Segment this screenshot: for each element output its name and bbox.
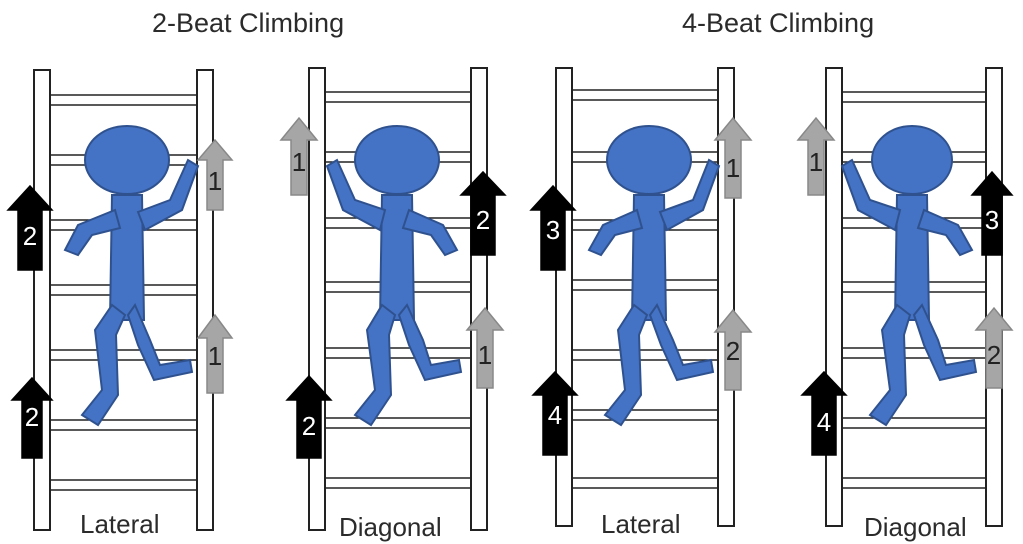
arrow-rf: 2 bbox=[713, 308, 753, 391]
arrow-label: 1 bbox=[478, 340, 492, 370]
arrow-label: 1 bbox=[726, 153, 740, 183]
arrow-label: 4 bbox=[817, 407, 831, 437]
ladder-figure-4beat-diagonal: 1 3 2 4 bbox=[796, 67, 1014, 527]
arrow-lh: 3 bbox=[970, 170, 1014, 256]
arrow-lf: 2 bbox=[10, 376, 54, 459]
arrow-label: 4 bbox=[548, 400, 562, 430]
arrow-rf: 1 bbox=[465, 306, 505, 389]
arrow-label: 2 bbox=[23, 221, 37, 251]
arrow-rf: 2 bbox=[974, 306, 1014, 389]
arrow-lh: 2 bbox=[459, 170, 507, 256]
climber-figure bbox=[325, 125, 463, 427]
arrow-rh-top: 1 bbox=[279, 116, 319, 196]
panel-4beat-lateral: 1 3 2 4 Lateral bbox=[529, 60, 753, 540]
panel-2beat-lateral: 1 2 1 2 Lateral bbox=[6, 60, 234, 540]
arrow-label: 1 bbox=[208, 341, 222, 371]
panel-2beat-diagonal: 1 2 1 2 Diagonal bbox=[279, 60, 507, 542]
panel-caption: Diagonal bbox=[864, 512, 967, 542]
climber-figure bbox=[63, 125, 200, 427]
arrow-label: 3 bbox=[985, 205, 999, 235]
arrow-label: 2 bbox=[302, 411, 316, 441]
arrow-label: 2 bbox=[25, 402, 39, 432]
arrow-lh: 3 bbox=[529, 184, 577, 271]
arrow-lf: 2 bbox=[285, 374, 333, 459]
panel-4beat-diagonal: 1 3 2 4 Diagonal bbox=[796, 60, 1014, 542]
arrow-label: 2 bbox=[987, 340, 1001, 370]
climber-figure bbox=[587, 125, 721, 427]
panel-caption: Lateral bbox=[80, 509, 160, 539]
arrow-label: 3 bbox=[546, 215, 560, 245]
climber-figure bbox=[840, 125, 978, 427]
arrow-rh-top: 1 bbox=[796, 116, 836, 196]
ladder-figure-2beat-lateral: 1 2 1 2 bbox=[6, 69, 234, 531]
arrow-lf: 4 bbox=[531, 370, 579, 456]
panel-caption: Lateral bbox=[601, 509, 681, 539]
arrow-label: 2 bbox=[476, 205, 490, 235]
arrow-label: 1 bbox=[809, 147, 823, 177]
arrow-rf: 1 bbox=[196, 313, 234, 394]
ladder-figure-4beat-lateral: 1 3 2 4 bbox=[529, 67, 753, 527]
arrow-lh: 2 bbox=[6, 184, 54, 271]
arrow-lf: 4 bbox=[800, 370, 848, 456]
heading-4-beat: 4-Beat Climbing bbox=[682, 8, 875, 38]
arrow-rh-top: 1 bbox=[196, 138, 234, 211]
heading-2-beat: 2-Beat Climbing bbox=[152, 8, 345, 38]
arrow-label: 1 bbox=[292, 147, 306, 177]
panel-caption: Diagonal bbox=[339, 512, 442, 542]
arrow-label: 2 bbox=[726, 336, 740, 366]
arrow-label: 1 bbox=[208, 166, 222, 196]
arrow-rh-top: 1 bbox=[713, 116, 753, 199]
ladder-figure-2beat-diagonal: 1 2 1 2 bbox=[279, 67, 507, 531]
